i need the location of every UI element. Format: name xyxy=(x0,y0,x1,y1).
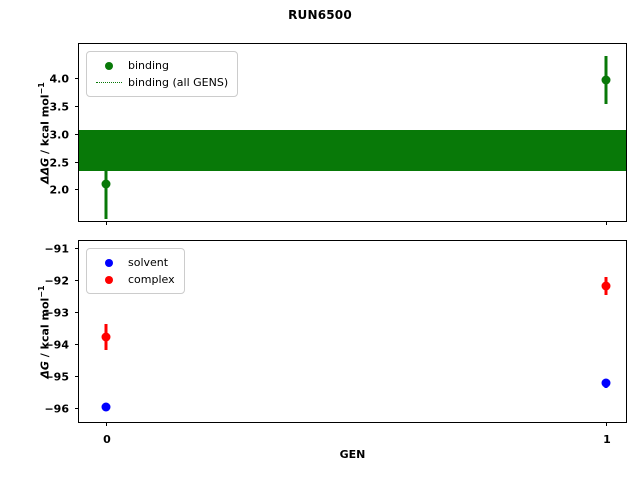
y-tick-label-bottom-2: −94 xyxy=(44,338,69,352)
y-tick-label-top-3: 3.5 xyxy=(49,100,70,114)
y-tick-label-top-2: 3.0 xyxy=(49,128,70,142)
x-tick-label-0: 0 xyxy=(103,433,111,446)
legend-components[interactable]: solvent complex xyxy=(86,248,185,294)
y-tick-label-bottom-5: −91 xyxy=(44,242,69,256)
legend-item-binding-all-gens[interactable]: binding (all GENS) xyxy=(94,74,228,91)
y-tick-bottom-0: −96 xyxy=(44,403,79,416)
y-tick-label-bottom-0: −96 xyxy=(44,402,69,416)
plot-area-top xyxy=(79,44,626,221)
y-tick-bottom-1: −95 xyxy=(44,371,79,384)
legend-key-binding xyxy=(94,61,124,70)
binding-point-gen0[interactable] xyxy=(101,179,111,189)
complex-point-gen0[interactable] xyxy=(101,332,111,342)
binding-all-gens-band xyxy=(79,130,626,171)
solvent-point-gen1[interactable] xyxy=(601,378,611,388)
x-tick-label-1: 1 xyxy=(603,433,611,446)
legend-item-solvent[interactable]: solvent xyxy=(94,254,175,271)
y-tick-top-2: 3.0 xyxy=(50,129,79,142)
red-dot-icon xyxy=(105,275,113,284)
x-tick-bottom-0: 0 xyxy=(103,422,111,446)
blue-dot-icon xyxy=(105,258,113,267)
green-dotted-line-icon xyxy=(96,82,122,83)
green-dot-icon xyxy=(105,61,113,70)
y-tick-top-4: 4.0 xyxy=(50,73,79,86)
x-tick-bottom-1: 1 xyxy=(603,422,611,446)
y-tick-bottom-4: −92 xyxy=(44,275,79,288)
y-tick-label-bottom-1: −95 xyxy=(44,370,69,384)
figure-title: RUN6500 xyxy=(288,8,352,22)
axes-binding-panel: ΔΔG / kcal mol−1 2.0 2.5 3.0 3.5 4.0 bin… xyxy=(37,43,627,225)
x-tick-top-0 xyxy=(106,221,107,225)
x-tick-top-1 xyxy=(606,221,607,225)
y-tick-top-3: 3.5 xyxy=(50,101,79,114)
legend-label-binding-all-gens: binding (all GENS) xyxy=(128,76,229,89)
plot-area-bottom xyxy=(79,241,626,422)
legend-label-solvent: solvent xyxy=(128,256,169,269)
legend-key-solvent xyxy=(94,258,124,267)
complex-point-gen1[interactable] xyxy=(601,281,611,291)
x-axis-label: GEN xyxy=(339,448,366,461)
axes-components-panel: ΔG / kcal mol−1 −96 −95 −94 −93 −92 −91 … xyxy=(37,240,627,461)
y-tick-label-bottom-4: −92 xyxy=(44,274,69,288)
legend-binding[interactable]: binding binding (all GENS) xyxy=(86,51,239,97)
legend-item-binding[interactable]: binding xyxy=(94,57,228,74)
y-axis-label-top-exponent: −1 xyxy=(37,81,46,94)
y-tick-bottom-3: −93 xyxy=(44,307,79,320)
legend-item-complex[interactable]: complex xyxy=(94,271,175,288)
y-tick-top-1: 2.5 xyxy=(50,157,79,170)
y-tick-bottom-2: −94 xyxy=(44,339,79,352)
legend-key-complex xyxy=(94,275,124,284)
binding-point-gen1[interactable] xyxy=(601,75,611,85)
legend-key-binding-all-gens xyxy=(94,82,124,83)
legend-label-binding: binding xyxy=(128,59,170,72)
y-tick-label-top-1: 2.5 xyxy=(49,156,70,170)
y-tick-top-0: 2.0 xyxy=(50,184,79,197)
y-tick-label-top-0: 2.0 xyxy=(49,183,70,197)
legend-label-complex: complex xyxy=(128,273,175,286)
y-tick-bottom-5: −91 xyxy=(44,243,79,256)
solvent-point-gen0[interactable] xyxy=(101,402,111,412)
y-tick-label-top-4: 4.0 xyxy=(49,72,70,86)
y-tick-label-bottom-3: −93 xyxy=(44,306,69,320)
